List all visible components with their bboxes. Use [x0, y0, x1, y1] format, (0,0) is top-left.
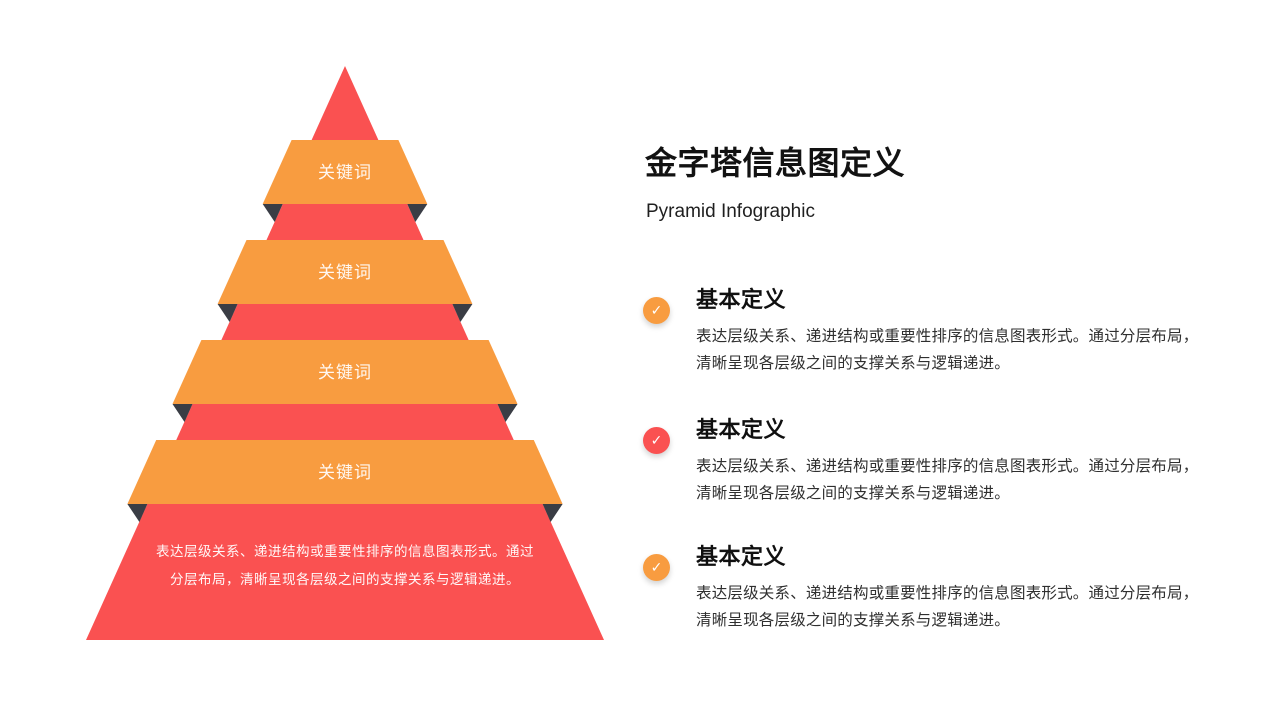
definition-body-line: 清晰呈现各层级之间的支撑关系与逻辑递进。	[696, 354, 1011, 372]
pyramid-band-label: 关键词	[318, 363, 372, 382]
check-icon: ✓	[643, 427, 670, 454]
pyramid-base-text-line: 表达层级关系、递进结构或重要性排序的信息图表形式。通过	[156, 543, 534, 559]
definition-body: 表达层级关系、递进结构或重要性排序的信息图表形式。通过分层布局， 清晰呈现各层级…	[696, 581, 1198, 634]
page-subtitle: Pyramid Infographic	[646, 201, 815, 222]
definition-body: 表达层级关系、递进结构或重要性排序的信息图表形式。通过分层布局， 清晰呈现各层级…	[696, 324, 1198, 377]
check-icon: ✓	[643, 297, 670, 324]
definition-body: 表达层级关系、递进结构或重要性排序的信息图表形式。通过分层布局， 清晰呈现各层级…	[696, 454, 1198, 507]
pyramid-band-3	[172, 340, 518, 404]
band-fold-shadow	[497, 404, 518, 422]
pyramid-band-1	[262, 140, 428, 204]
definition-item-3: ✓ 基本定义 表达层级关系、递进结构或重要性排序的信息图表形式。通过分层布局， …	[643, 543, 1243, 663]
check-glyph: ✓	[650, 301, 663, 318]
pyramid-base-text-line: 分层布局，清晰呈现各层级之间的支撑关系与逻辑递进。	[170, 572, 520, 587]
pyramid-band-label: 关键词	[318, 463, 372, 482]
pyramid-band-2	[217, 240, 473, 304]
band-fold-shadow	[127, 504, 148, 522]
definition-heading: 基本定义	[696, 544, 787, 569]
pyramid-band-4	[127, 440, 563, 504]
band-fold-shadow	[452, 304, 473, 322]
band-fold-shadow	[407, 204, 428, 222]
band-fold-shadow	[172, 404, 193, 422]
check-icon: ✓	[643, 554, 670, 581]
check-glyph: ✓	[650, 431, 663, 448]
pyramid-band-label: 关键词	[318, 163, 372, 182]
definition-heading: 基本定义	[696, 417, 787, 442]
page-title: 金字塔信息图定义	[645, 145, 906, 181]
definition-body-line: 表达层级关系、递进结构或重要性排序的信息图表形式。通过分层布局，	[696, 585, 1199, 602]
check-glyph: ✓	[650, 558, 663, 575]
band-fold-shadow	[262, 204, 283, 222]
definition-body-line: 表达层级关系、递进结构或重要性排序的信息图表形式。通过分层布局，	[696, 458, 1199, 475]
band-fold-shadow	[217, 304, 238, 322]
definition-body-line: 表达层级关系、递进结构或重要性排序的信息图表形式。通过分层布局，	[696, 328, 1199, 345]
definition-body-line: 清晰呈现各层级之间的支撑关系与逻辑递进。	[696, 484, 1011, 502]
definition-heading: 基本定义	[696, 287, 787, 312]
pyramid-infographic: 关键词 关键词 关键词 关键词 表达层级关系、递进结构或重要性排序的信息图表形式…	[86, 66, 604, 640]
definition-body-line: 清晰呈现各层级之间的支撑关系与逻辑递进。	[696, 611, 1011, 629]
band-fold-shadow	[542, 504, 563, 522]
definition-item-2: ✓ 基本定义 表达层级关系、递进结构或重要性排序的信息图表形式。通过分层布局， …	[643, 416, 1243, 536]
pyramid-band-label: 关键词	[318, 263, 372, 282]
definition-item-1: ✓ 基本定义 表达层级关系、递进结构或重要性排序的信息图表形式。通过分层布局， …	[643, 286, 1243, 406]
